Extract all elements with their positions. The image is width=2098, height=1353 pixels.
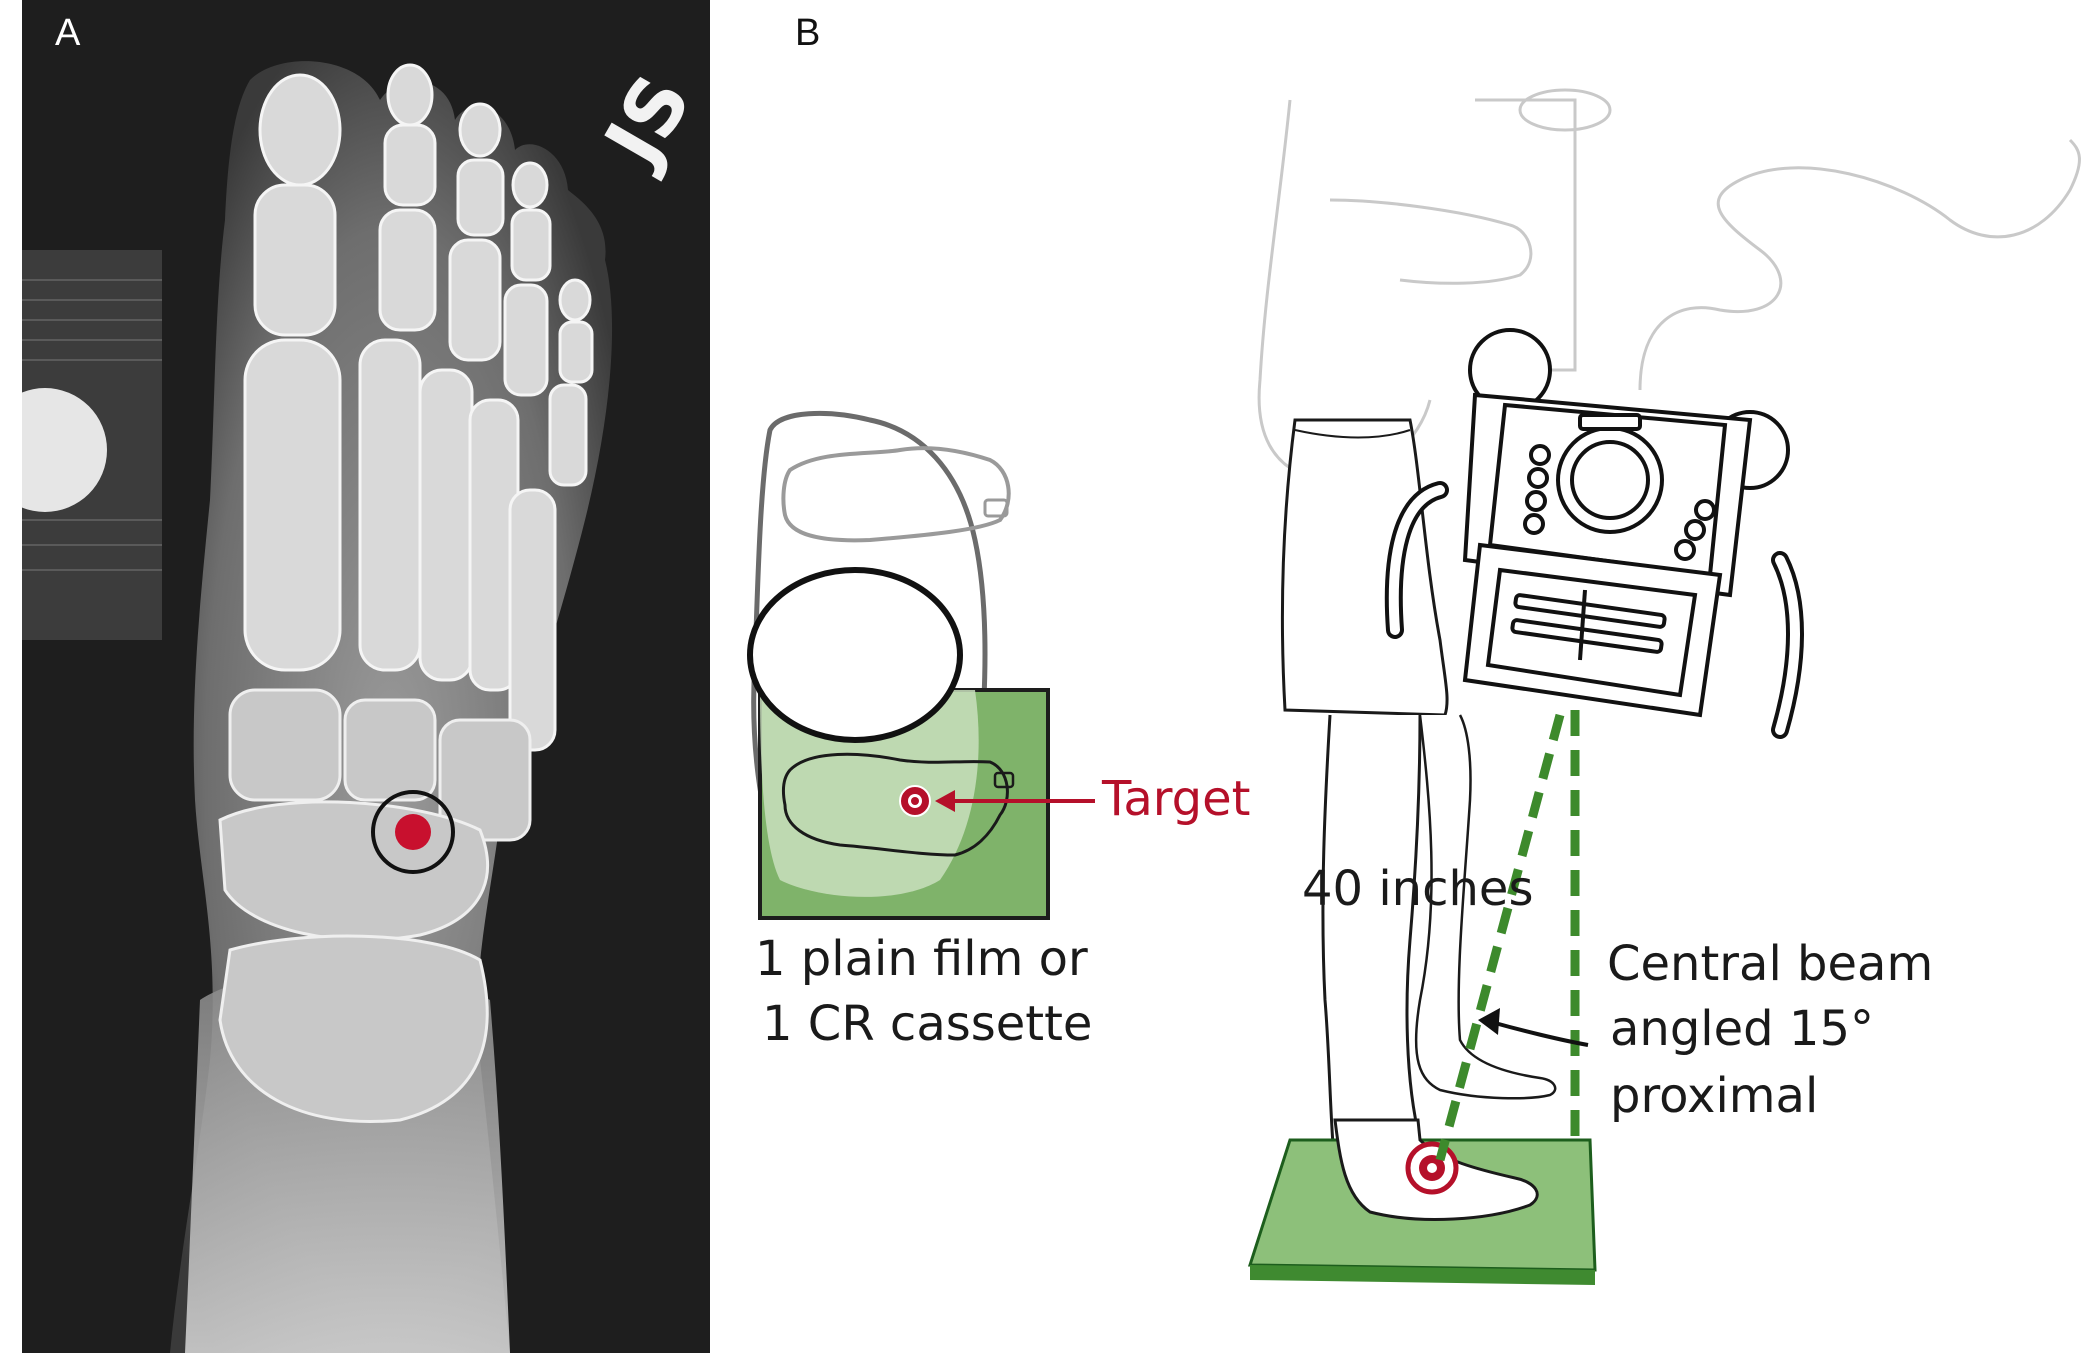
film-caption-line2: 1 CR cassette: [762, 996, 1092, 1052]
panel-a-label: A: [55, 12, 81, 54]
calibration-marker: [0, 388, 107, 512]
film-caption-line1: 1 plain film or: [755, 931, 1088, 987]
patient-back-leg: [1414, 714, 1557, 1100]
tarsal-bones: [218, 688, 532, 1123]
diagram-panel: B Target 1 plain film or: [747, 12, 2081, 1285]
beam-label-line2: angled 15°: [1610, 1001, 1874, 1057]
angle-arrow: [1494, 1021, 1589, 1047]
xray-target-ring: [371, 790, 455, 874]
beam-label-line3: proximal: [1610, 1068, 1818, 1124]
xray-tube: [1384, 328, 1804, 739]
target-label: Target: [1101, 771, 1251, 827]
patient-shorts: [1280, 418, 1449, 717]
xray-panel: JS: [0, 0, 710, 1353]
top-view-lower-foot: [781, 752, 1009, 857]
top-view-upper-foot: [781, 446, 1011, 543]
top-view-leg-section: [747, 567, 963, 743]
standing-patient: [1247, 88, 2081, 1285]
beam-label-line1: Central beam: [1607, 936, 1933, 992]
angled-central-beam: [1435, 713, 1565, 1162]
positioning-block-lines: [22, 279, 162, 571]
distance-label: 40 inches: [1302, 861, 1533, 917]
top-view-inset: Target 1 plain film or 1 CR cassette: [747, 411, 1251, 1052]
beam-lines: [1435, 710, 1580, 1162]
xray-target-dot: [395, 814, 431, 850]
foot-bones: [243, 63, 594, 752]
panel-b-label: B: [795, 12, 820, 54]
